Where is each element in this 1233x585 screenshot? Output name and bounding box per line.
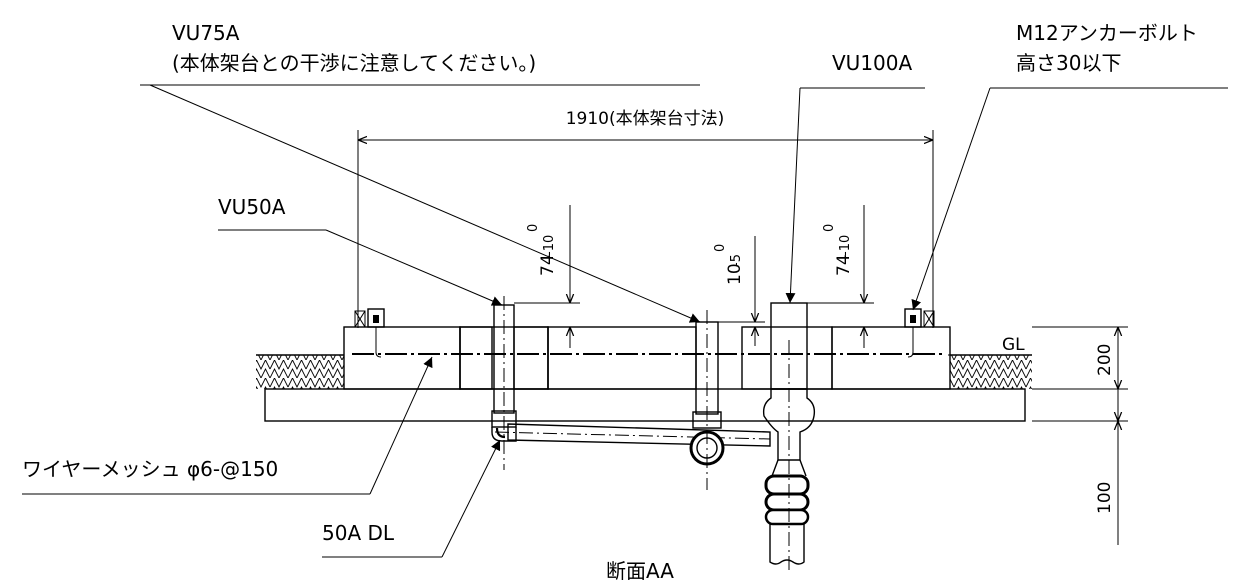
gl-label: GL xyxy=(1002,335,1025,355)
lower-foundation-slab xyxy=(264,388,1026,422)
dim-74-right-tol-upper: 0 xyxy=(822,224,837,232)
horizontal-drain-pipe xyxy=(494,423,771,447)
dim-74-right: 74 0 -10 xyxy=(807,205,874,348)
dim-74-right-value: 74 xyxy=(834,254,854,276)
dim-200: 200 xyxy=(1032,326,1128,390)
label-vu100a: VU100A xyxy=(832,51,912,75)
leader-50a-dl: 50A DL xyxy=(322,439,501,558)
gl-marker: GL xyxy=(948,335,1032,356)
label-50a-dl: 50A DL xyxy=(322,521,395,545)
dim-10-tol-lower: -5 xyxy=(729,254,744,267)
frame-foot-right xyxy=(923,310,935,328)
vu100a-pipe xyxy=(762,302,816,572)
label-vu75a: VU75A xyxy=(172,21,240,45)
upper-concrete-slab xyxy=(343,326,951,390)
leader-anchor-bolt: M12アンカーボルト 高さ30以下 xyxy=(911,21,1228,311)
section-title: 断面AA xyxy=(606,559,674,583)
leader-wire-mesh: ワイヤーメッシュ φ6-@150 xyxy=(22,356,433,495)
dim-74-left-value: 74 xyxy=(538,254,558,276)
dim-10-tol-upper: 0 xyxy=(713,244,728,252)
vu50a-pipe xyxy=(491,296,517,470)
leader-vu75a: VU75A (本体架台との干渉に注意してください。) xyxy=(140,21,701,323)
dim-10-value: 10 xyxy=(725,263,745,285)
anchor-bolt-left xyxy=(367,308,385,358)
label-anchor-bolt: M12アンカーボルト xyxy=(1016,21,1198,45)
dim-74-left-tol-upper: 0 xyxy=(526,224,541,232)
dim-74-right-tol-lower: -10 xyxy=(838,235,853,256)
dim-100-value: 100 xyxy=(1095,482,1115,514)
leader-vu50a: VU50A xyxy=(218,195,503,306)
width-dimension: 1910(本体架台寸法) xyxy=(357,109,934,328)
dim-10: 10 0 -5 xyxy=(713,236,765,346)
label-wire-mesh: ワイヤーメッシュ φ6-@150 xyxy=(22,457,278,481)
dim-200-value: 200 xyxy=(1095,344,1115,376)
label-vu75a-note: (本体架台との干渉に注意してください。) xyxy=(172,51,536,75)
ground-soil xyxy=(256,354,1032,389)
anchor-bolt-right xyxy=(904,308,922,358)
dim-100: 100 xyxy=(1032,389,1128,545)
width-dim-label: 1910(本体架台寸法) xyxy=(566,109,725,129)
label-anchor-height: 高さ30以下 xyxy=(1016,51,1121,75)
vu75a-pipe xyxy=(689,310,725,490)
frame-foot-left xyxy=(354,310,366,328)
leader-vu100a: VU100A xyxy=(785,51,925,304)
dim-74-left-tol-lower: -10 xyxy=(542,235,557,256)
label-vu50a: VU50A xyxy=(218,195,286,219)
dim-74-left: 74 0 -10 xyxy=(514,205,580,348)
